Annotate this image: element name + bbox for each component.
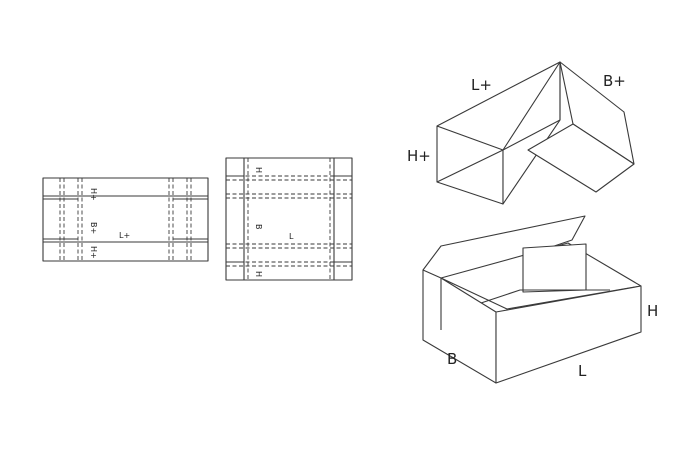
base-height-label: H: [647, 302, 658, 320]
flat-lid-length-label: L+: [119, 231, 130, 240]
flat-base-breadth-label: B: [254, 224, 263, 230]
lid-breadth-label: B+: [603, 72, 626, 90]
base-length-label: L: [578, 362, 587, 380]
lid-height-label: H+: [407, 147, 431, 165]
flat-base-blank: H B L H: [225, 157, 353, 281]
base-breadth-label: B: [447, 350, 457, 368]
flat-base-length-label: L: [289, 232, 294, 241]
flat-lid-breadth-label: B+: [89, 222, 98, 234]
lid-length-label: L+: [471, 76, 492, 94]
flat-base-height-bottom-label: H: [254, 271, 263, 277]
flat-base-height-top-label: H: [254, 167, 263, 173]
flat-lid-height-top-label: H+: [89, 188, 98, 201]
flat-lid-height-bottom-label: H+: [89, 246, 98, 259]
lid-3d: L+ B+ H+: [407, 61, 635, 205]
base-3d: B L H: [422, 215, 658, 384]
flat-lid-blank: H+ B+ L+ H+: [42, 177, 209, 262]
